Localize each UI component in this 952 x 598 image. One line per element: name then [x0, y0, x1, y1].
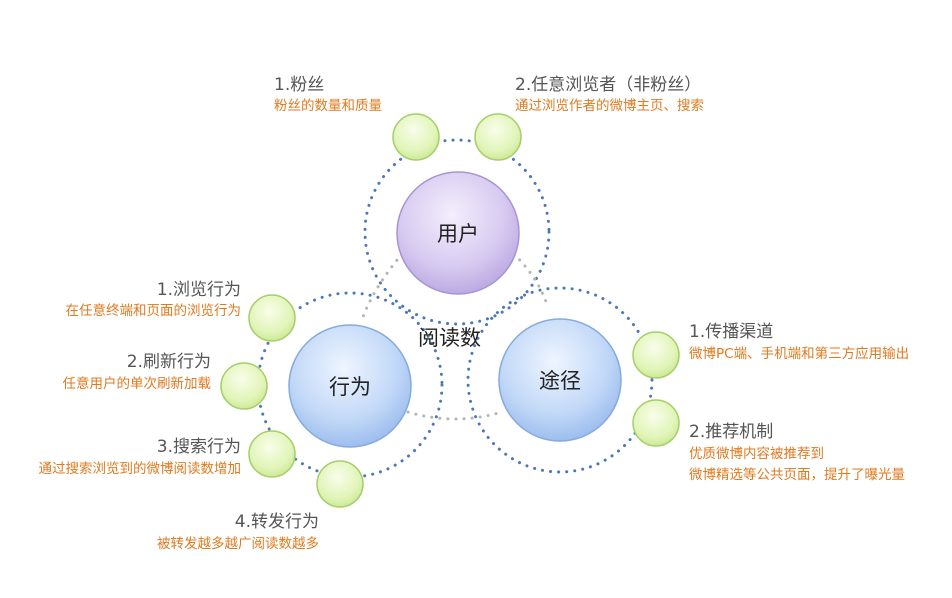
user-item-2-desc: 通过浏览作者的微博主页、搜索 [515, 98, 704, 114]
behavior-hub-circle [288, 324, 412, 448]
behavior-hub-label: 行为 [329, 375, 371, 399]
user-hub-circle [396, 171, 520, 295]
behavior-item-4-desc: 被转发越多越广阅读数越多 [157, 536, 319, 552]
path-node-1 [632, 331, 680, 379]
path-hub-circle [498, 318, 622, 442]
path-node-2 [632, 399, 680, 447]
behavior-item-1-desc: 在任意终端和页面的浏览行为 [65, 303, 242, 319]
user-item-1-title: 1.粉丝 [274, 75, 325, 95]
user-item-1-desc: 粉丝的数量和质量 [274, 98, 382, 114]
user-item-2-title: 2.任意浏览者（非粉丝） [515, 75, 702, 95]
behavior-item-2-title: 2.刷新行为 [126, 352, 211, 372]
path-item-2-title: 2.推荐机制 [689, 422, 774, 442]
behavior-item-3-desc: 通过搜索浏览到的微博阅读数增加 [38, 461, 242, 477]
user-hub-label: 用户 [437, 222, 479, 246]
behavior-item-2-desc: 任意用户的单次刷新加载 [62, 376, 212, 392]
path-item-2-desc: 优质微博内容被推荐到 [689, 446, 824, 462]
user-node-2 [474, 113, 522, 161]
behavior-node-4 [316, 460, 364, 508]
user-node-1 [392, 113, 440, 161]
path-item-1-title: 1.传播渠道 [689, 322, 774, 342]
inner-gray-arc-bottom [406, 410, 504, 421]
behavior-node-2 [220, 362, 268, 410]
behavior-item-3-title: 3.搜索行为 [156, 437, 241, 457]
behavior-item-4-title: 4.转发行为 [234, 512, 319, 532]
path-hub-label: 途径 [539, 369, 581, 393]
behavior-node-1 [248, 294, 296, 342]
path-item-2-desc-line2: 微博精选等公共页面，提升了曝光量 [689, 467, 905, 483]
behavior-item-1-title: 1.浏览行为 [156, 280, 241, 300]
center-label: 阅读数 [418, 326, 481, 350]
path-item-1-desc: 微博PC端、手机端和第三方应用输出 [689, 346, 910, 362]
path-dotted-ring [466, 286, 654, 474]
inner-gray-arc-right [512, 252, 550, 310]
inner-gray-arc-left [360, 252, 404, 322]
behavior-node-3 [248, 430, 296, 478]
user-dotted-ring [363, 138, 551, 326]
